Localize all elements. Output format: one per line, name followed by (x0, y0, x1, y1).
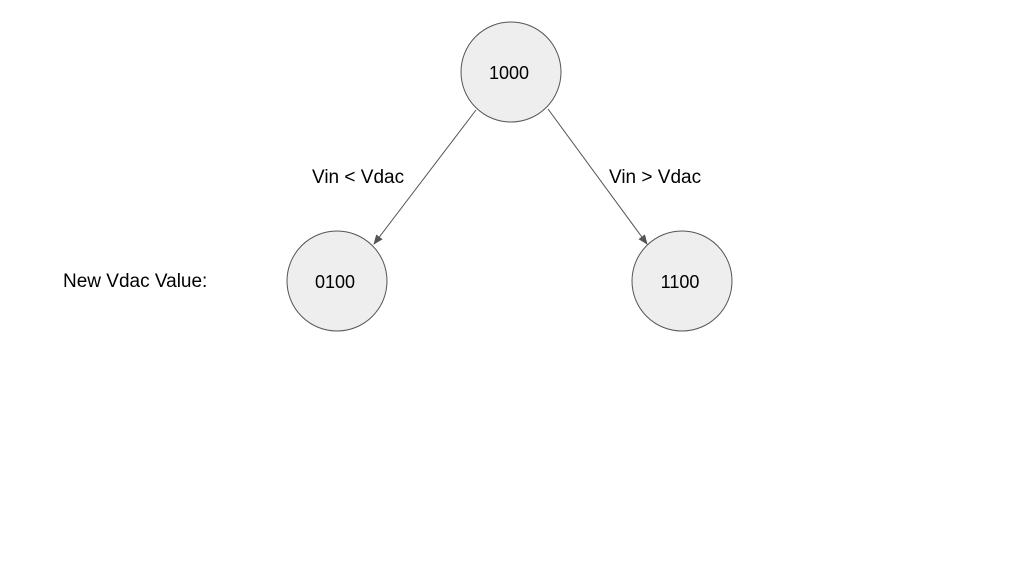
edge-label-greater-than: Vin > Vdac (609, 167, 702, 188)
edge-root-to-left (373, 109, 477, 245)
node-left: 0100 (286, 230, 388, 332)
node-root-label: 1000 (489, 63, 529, 83)
node-right-circle (631, 230, 733, 332)
node-left-label: 0100 (315, 272, 355, 292)
node-right-label: 1100 (661, 272, 700, 292)
node-right: 1100 (631, 230, 733, 332)
new-vdac-value-label: New Vdac Value: (63, 271, 208, 292)
node-left-circle (286, 230, 388, 332)
node-root: 1000 (460, 21, 562, 123)
edge-root-to-right (547, 108, 648, 245)
node-root-circle (460, 21, 562, 123)
edge-label-less-than: Vin < Vdac (312, 167, 405, 188)
